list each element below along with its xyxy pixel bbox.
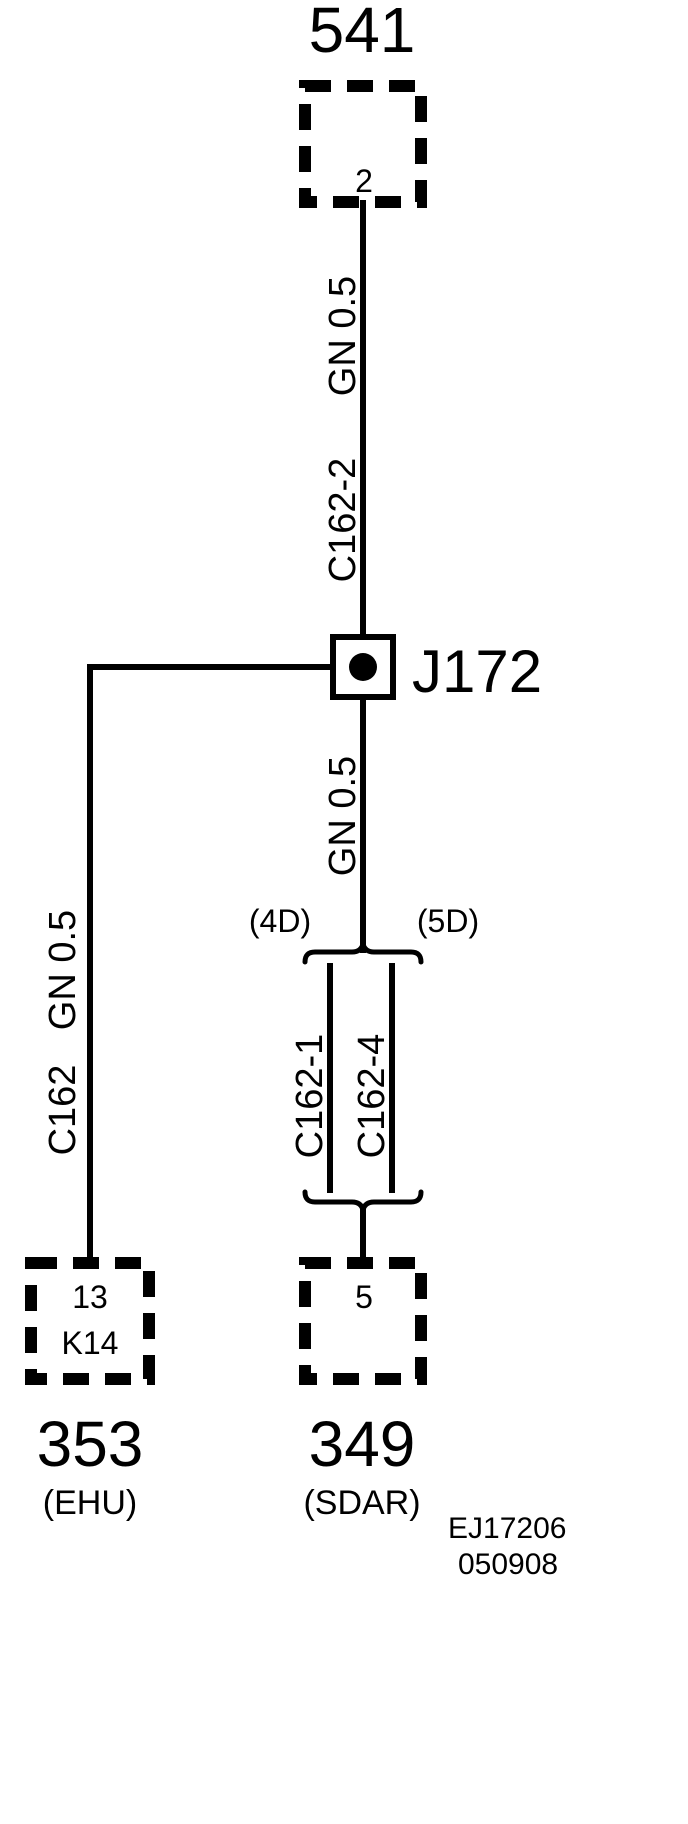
component-353-connector-box — [25, 1257, 155, 1385]
component-349-pin: 5 — [355, 1279, 373, 1315]
option-brace-top — [302, 941, 424, 965]
wire-left-spec-label: GN 0.5 — [42, 910, 84, 1030]
wire-middle-spec-label: GN 0.5 — [322, 756, 364, 876]
component-349-name: (SDAR) — [303, 1484, 420, 1522]
component-349-connector-box — [299, 1257, 427, 1385]
component-349-number: 349 — [309, 1408, 416, 1480]
option-4d-label: (4D) — [249, 903, 311, 939]
wire-option-2-circuit-label: C162-4 — [351, 1034, 393, 1159]
wire-top-circuit-label: C162-2 — [322, 458, 364, 583]
component-353-pin: 13 — [72, 1279, 108, 1315]
component-353-name: (EHU) — [43, 1484, 137, 1522]
wire-top-spec-label: GN 0.5 — [322, 276, 364, 396]
reference-date: 050908 — [458, 1548, 558, 1581]
component-353-number: 353 — [37, 1408, 144, 1480]
wire-left-circuit-label: C162 — [42, 1065, 84, 1156]
wire-option-1-circuit-label: C162-1 — [289, 1034, 331, 1159]
splice-j172-label: J172 — [412, 638, 542, 705]
component-541-pin: 2 — [355, 163, 373, 199]
component-541-connector-box — [299, 80, 427, 208]
component-541-number: 541 — [309, 0, 416, 66]
option-5d-label: (5D) — [417, 903, 479, 939]
splice-j172-dot — [349, 653, 377, 681]
reference-code: EJ17206 — [448, 1512, 566, 1545]
component-353-connector: K14 — [62, 1325, 119, 1361]
